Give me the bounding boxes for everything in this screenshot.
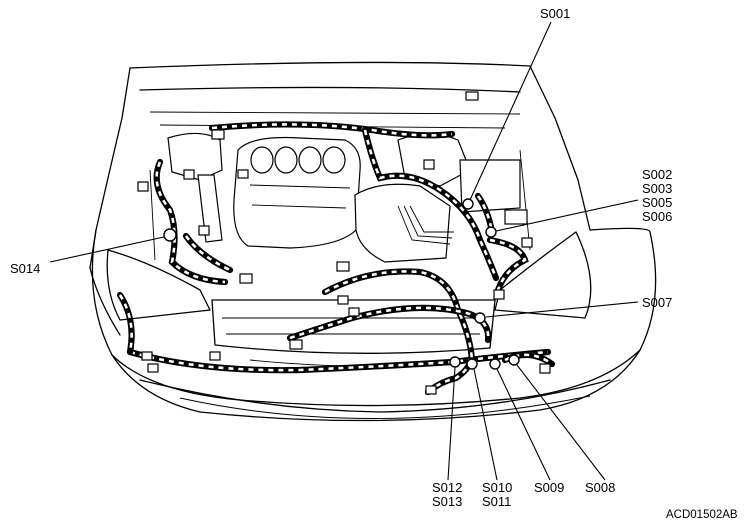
- label-s010: S010: [482, 480, 512, 495]
- splice-points: [163, 198, 520, 370]
- splice-point-s007: [474, 312, 486, 324]
- leader-s014: [49, 236, 165, 263]
- leader-s012-s013: [447, 366, 456, 481]
- leader-lines: [49, 21, 639, 481]
- splice-point-s001: [462, 198, 474, 210]
- label-s001: S001: [540, 6, 570, 21]
- label-s005: S005: [642, 195, 672, 210]
- splice-point-s012-s013: [449, 356, 461, 368]
- harness-connectors: [137, 91, 551, 395]
- leader-s009: [496, 368, 551, 481]
- label-s014: S014: [10, 261, 40, 276]
- leader-s002-s006: [495, 199, 639, 232]
- splice-labels: S001 S002 S003 S005 S006 S007 S008 S009 …: [10, 6, 738, 521]
- label-s008: S008: [585, 480, 615, 495]
- leader-s008: [516, 364, 606, 481]
- engine-assembly: [167, 132, 528, 263]
- leader-s010-s011: [473, 368, 498, 481]
- splice-point-s008: [508, 354, 520, 366]
- label-s012: S012: [432, 480, 462, 495]
- label-s007: S007: [642, 295, 672, 310]
- label-s003: S003: [642, 181, 672, 196]
- label-s013: S013: [432, 494, 462, 509]
- splice-point-s009: [489, 358, 501, 370]
- splice-point-s010-s011: [466, 358, 478, 370]
- label-s011: S011: [482, 494, 511, 509]
- label-s006: S006: [642, 209, 672, 224]
- label-s002: S002: [642, 167, 672, 182]
- splice-point-s002-s006: [485, 226, 497, 238]
- leader-s001: [469, 21, 552, 201]
- splice-point-s014: [163, 228, 177, 242]
- wiring-harness: [116, 121, 556, 396]
- leader-s007: [485, 301, 639, 318]
- label-s009: S009: [534, 480, 564, 495]
- figure-code: ACD01502AB: [666, 509, 738, 521]
